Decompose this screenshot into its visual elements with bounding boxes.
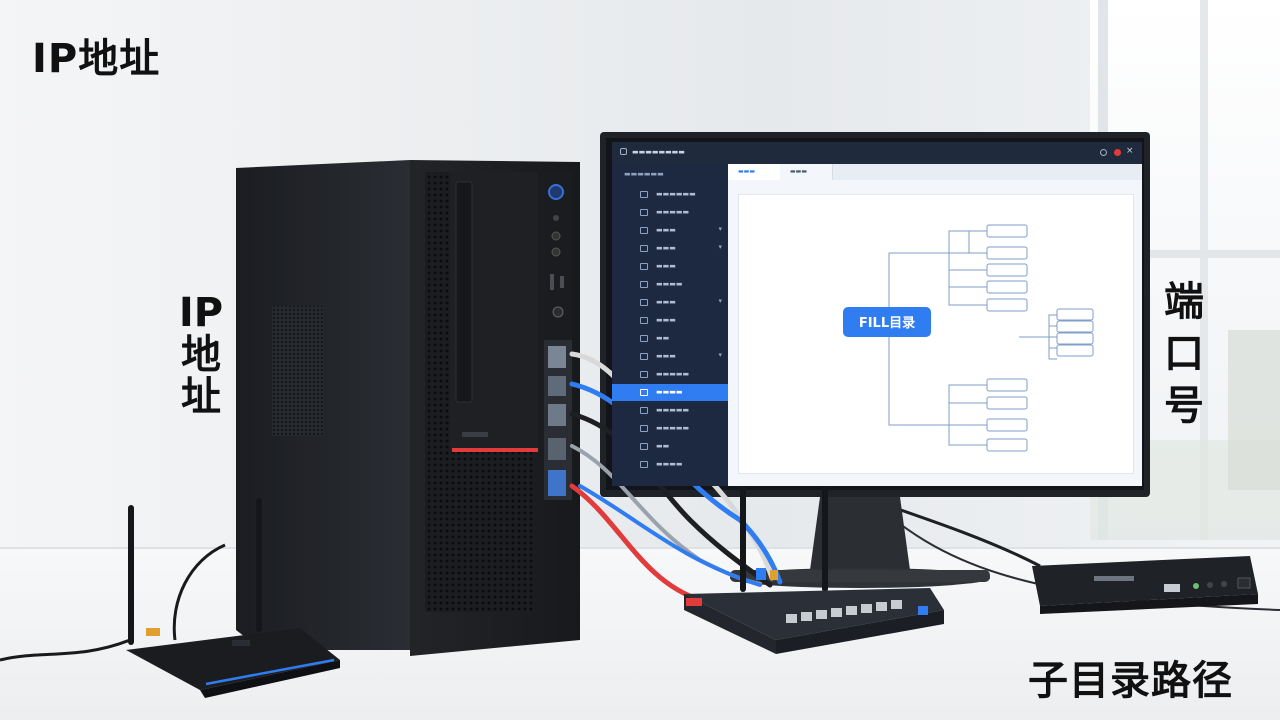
mindmap-node — [986, 396, 1028, 410]
monitor-screen: ▬▬▬▬▬▬▬▬ × ▬▬▬▬▬▬ ▬▬▬▬▬▬ ▬▬▬▬▬ ▬▬▬▾ ▬▬▬▾… — [612, 142, 1142, 486]
mindmap-diagram: FILL目录 — [843, 224, 1094, 452]
network-switch — [684, 476, 944, 654]
chevron-down-icon: ▾ — [718, 297, 722, 305]
tab-bar: ▬▬▬ ▬▬▬ — [728, 164, 1142, 180]
mindmap-node — [986, 378, 1028, 392]
chevron-down-icon: ▾ — [718, 243, 722, 251]
mindmap-node — [986, 418, 1028, 432]
mindmap-node — [986, 263, 1028, 277]
chevron-down-icon: ▾ — [718, 351, 722, 359]
mindmap-node — [986, 438, 1028, 452]
close-dot-icon[interactable] — [1114, 149, 1121, 156]
sidebar-item-label: ▬▬▬ — [656, 316, 676, 324]
minimize-icon[interactable] — [1100, 149, 1107, 156]
folder-icon — [640, 425, 648, 432]
sidebar-item-label: ▬▬▬ — [656, 352, 676, 360]
chevron-down-icon: ▾ — [718, 225, 722, 233]
mindmap-root-node[interactable] — [843, 307, 931, 337]
folder-icon — [640, 389, 648, 396]
wifi-router — [0, 498, 340, 698]
tab[interactable]: ▬▬▬ — [780, 164, 833, 180]
sidebar-header: ▬▬▬▬▬▬ — [624, 170, 664, 178]
close-icon[interactable]: × — [1126, 146, 1134, 156]
sidebar-item-label: ▬▬▬ — [656, 226, 676, 234]
folder-icon — [640, 191, 648, 198]
sidebar-item-label: ▬▬▬▬▬ — [656, 406, 690, 414]
caption-subdirectory-path: 子目录路径 — [1028, 658, 1233, 704]
app-logo-icon — [620, 148, 627, 155]
mindmap-node — [1056, 320, 1094, 333]
sidebar-item-label: ▬▬▬▬▬ — [656, 370, 690, 378]
caption-ip-address: IP地址 — [32, 36, 161, 82]
sidebar-item[interactable]: ▬▬▬▬▬ — [612, 420, 728, 437]
folder-icon — [640, 281, 648, 288]
folder-icon — [640, 443, 648, 450]
folder-icon — [640, 263, 648, 270]
sidebar-item-label: ▬▬▬ — [656, 244, 676, 252]
mindmap-node — [986, 280, 1028, 294]
sidebar-item-label: ▬▬▬ — [656, 262, 676, 270]
caption-ip-address-vertical: IP地址 — [178, 292, 224, 418]
mindmap-canvas: FILL目录 — [738, 194, 1134, 474]
sidebar-item-label: ▬▬▬▬ — [656, 388, 683, 396]
mindmap-node — [1056, 332, 1094, 345]
folder-icon — [640, 335, 648, 342]
sidebar-item-label: ▬▬▬▬ — [656, 460, 683, 468]
sidebar-item[interactable]: ▬▬▬▬▬▬ — [612, 186, 728, 203]
sidebar-item[interactable]: ▬▬▬▬ — [612, 276, 728, 293]
sidebar-item-label: ▬▬ — [656, 334, 670, 342]
folder-icon — [640, 407, 648, 414]
sidebar-item[interactable]: ▬▬ — [612, 330, 728, 347]
folder-icon — [640, 299, 648, 306]
folder-icon — [640, 245, 648, 252]
sidebar-item[interactable]: ▬▬▬▬▬ — [612, 402, 728, 419]
sidebar: ▬▬▬▬▬▬ ▬▬▬▬▬▬ ▬▬▬▬▬ ▬▬▬▾ ▬▬▬▾ ▬▬▬ ▬▬▬▬ ▬… — [612, 164, 728, 486]
network-appliance — [1032, 556, 1258, 614]
mindmap-root-label: FILL目录 — [859, 316, 915, 331]
app-title: ▬▬▬▬▬▬▬▬ — [632, 148, 685, 156]
sidebar-item-label: ▬▬▬▬ — [656, 280, 683, 288]
sidebar-item[interactable]: ▬▬▬▬ — [612, 456, 728, 473]
app-titlebar: ▬▬▬▬▬▬▬▬ × — [612, 142, 1142, 164]
mindmap-node — [986, 224, 1028, 238]
sidebar-item[interactable]: ▬▬▬ ▾ — [612, 294, 728, 311]
sidebar-item[interactable]: ▬▬▬ ▾ — [612, 222, 728, 239]
caption-vertical-text: 端口号 — [1164, 279, 1204, 429]
sidebar-item-label: ▬▬▬▬▬▬ — [656, 190, 696, 198]
sidebar-item[interactable]: ▬▬▬▬▬ — [612, 204, 728, 221]
user-icon — [640, 353, 648, 360]
folder-icon — [640, 461, 648, 468]
tab-active[interactable]: ▬▬▬ — [728, 164, 781, 180]
folder-icon — [640, 209, 648, 216]
sidebar-item[interactable]: ▬▬▬ — [612, 258, 728, 275]
desktop-tower — [236, 160, 580, 656]
main-panel: ▬▬▬ ▬▬▬ — [728, 164, 1142, 486]
caption-vertical-text: IP地址 — [178, 290, 224, 420]
sidebar-item-label: ▬▬▬▬▬ — [656, 208, 690, 216]
mindmap-node — [1056, 344, 1094, 357]
folder-icon — [640, 317, 648, 324]
mindmap-node — [986, 246, 1028, 260]
caption-port-number-vertical: 端口号 — [1160, 276, 1208, 432]
folder-icon — [640, 371, 648, 378]
sidebar-item[interactable]: ▬▬▬▬▬ — [612, 366, 728, 383]
sidebar-item[interactable]: ▬▬▬ ▾ — [612, 240, 728, 257]
sidebar-item-label: ▬▬▬▬▬ — [656, 424, 690, 432]
mindmap-node — [1056, 308, 1094, 321]
folder-icon — [640, 227, 648, 234]
sidebar-item-active[interactable]: ▬▬▬▬ — [612, 384, 728, 401]
sidebar-item[interactable]: ▬▬▬ ▾ — [612, 348, 728, 365]
mindmap-branch-node — [977, 320, 1021, 332]
sidebar-item[interactable]: ▬▬▬ — [612, 312, 728, 329]
sidebar-item-label: ▬▬ — [656, 442, 670, 450]
mindmap-node — [986, 298, 1028, 312]
sidebar-item[interactable]: ▬▬ — [612, 438, 728, 455]
sidebar-item-label: ▬▬▬ — [656, 298, 676, 306]
